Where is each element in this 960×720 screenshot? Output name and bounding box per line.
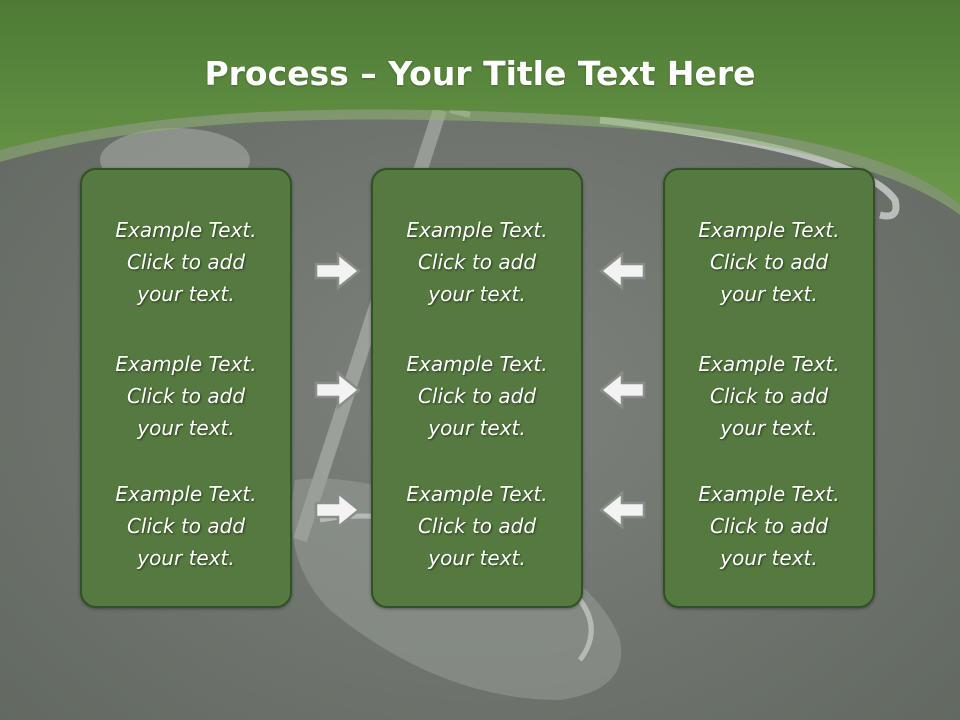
- box-right-text-1[interactable]: Example Text. Click to add your text.: [698, 218, 840, 306]
- box-center-text-1[interactable]: Example Text. Click to add your text.: [406, 218, 548, 306]
- process-box-right[interactable]: Example Text. Click to add your text. Ex…: [663, 168, 875, 608]
- box-left-text-2[interactable]: Example Text. Click to add your text.: [115, 352, 257, 440]
- box-right-text-3[interactable]: Example Text. Click to add your text.: [698, 482, 840, 570]
- arrow-left-icon: [599, 490, 646, 530]
- arrow-left-icon: [599, 370, 646, 410]
- box-left-text-3[interactable]: Example Text. Click to add your text.: [115, 482, 257, 570]
- title-rest-part: – Your Title Text Here: [348, 54, 756, 93]
- box-left-text-1[interactable]: Example Text. Click to add your text.: [115, 218, 257, 306]
- box-right-text-2[interactable]: Example Text. Click to add your text.: [698, 352, 840, 440]
- process-box-center[interactable]: Example Text. Click to add your text. Ex…: [371, 168, 583, 608]
- box-center-text-2[interactable]: Example Text. Click to add your text.: [406, 352, 548, 440]
- slide-title[interactable]: Process – Your Title Text Here: [0, 52, 960, 96]
- arrow-right-icon: [314, 370, 361, 410]
- arrow-right-icon: [314, 251, 361, 291]
- process-box-left[interactable]: Example Text. Click to add your text. Ex…: [80, 168, 292, 608]
- arrow-right-icon: [314, 490, 361, 530]
- title-bold-part: Process: [204, 54, 349, 93]
- arrow-left-icon: [599, 251, 646, 291]
- box-center-text-3[interactable]: Example Text. Click to add your text.: [406, 482, 548, 570]
